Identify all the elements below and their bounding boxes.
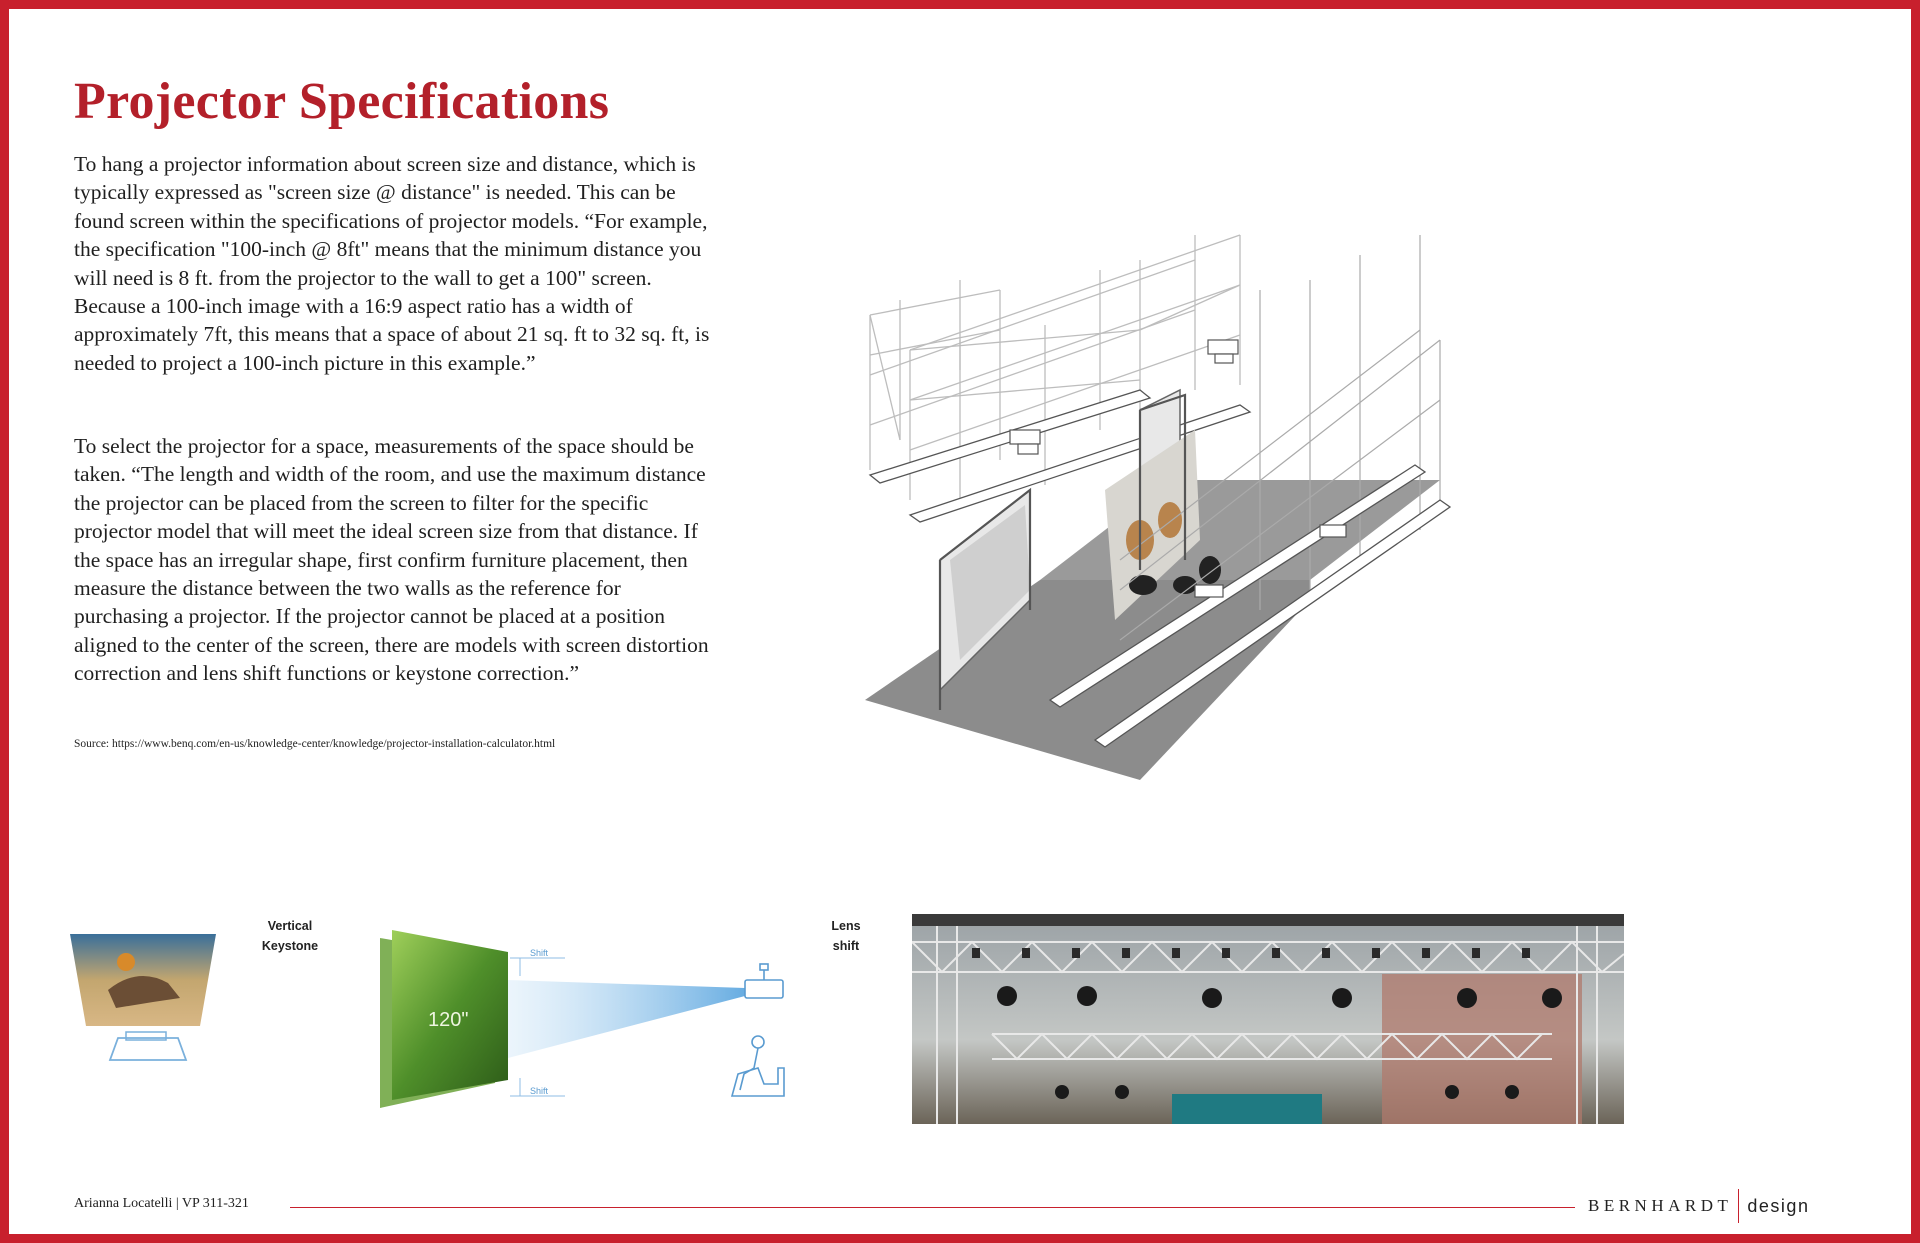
brand-name: BERNHARDT [1588,1196,1733,1215]
keystone-caption-line-1: Vertical [267,919,313,933]
lens-shift-label-bottom: Shift [530,1086,549,1096]
body-paragraph-2: To select the projector for a space, mea… [74,434,709,686]
lens-screen-size-label: 120" [428,1009,468,1031]
source-citation: Source: https://www.benq.com/en-us/knowl… [74,738,556,750]
stage-truss-photo [912,914,1624,1124]
brand-subtitle: design [1747,1195,1810,1216]
lens-caption-line-2: shift [832,939,860,953]
footer-divider [290,1207,1575,1208]
brand-logo: BERNHARDT design [1588,1186,1809,1226]
page-title: Projector Specifications [74,73,610,130]
body-paragraph-1: To hang a projector information about sc… [74,152,710,375]
brand-separator [1738,1189,1740,1223]
isometric-truss-illustration [865,234,1452,780]
keystone-caption-line-2: Keystone [261,939,319,953]
lens-caption: Lens shift [806,916,886,956]
lens-shift-label-top: Shift [530,948,549,958]
lens-caption-line-1: Lens [831,919,861,933]
vertical-keystone-image [70,934,216,1061]
footer-author: Arianna Locatelli | VP 311-321 [74,1196,249,1211]
lens-shift-image: 120" Shift Shift [380,930,785,1108]
keystone-caption: Vertical Keystone [250,916,330,956]
